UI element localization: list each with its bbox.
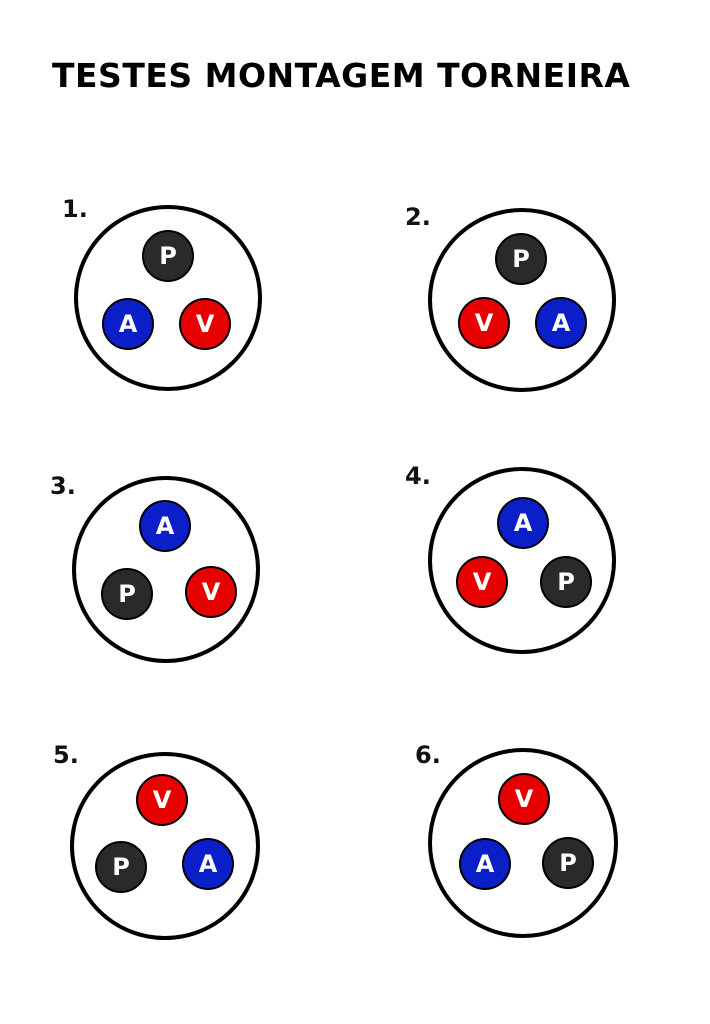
pin-right: V bbox=[185, 566, 237, 618]
test-number: 3. bbox=[50, 472, 76, 500]
outlet-ring bbox=[428, 467, 616, 654]
pin-top: V bbox=[498, 773, 550, 825]
test-number: 5. bbox=[53, 741, 79, 769]
pin-left: P bbox=[101, 568, 153, 620]
pin-right: V bbox=[179, 298, 231, 350]
pin-right: P bbox=[540, 556, 592, 608]
pin-left: V bbox=[456, 556, 508, 608]
page-title: TESTES MONTAGEM TORNEIRA bbox=[52, 56, 631, 95]
outlet-ring bbox=[70, 752, 260, 940]
pin-left: A bbox=[459, 838, 511, 890]
pin-top: P bbox=[495, 233, 547, 285]
test-number: 4. bbox=[405, 462, 431, 490]
pin-top: V bbox=[136, 774, 188, 826]
pin-top: P bbox=[142, 230, 194, 282]
pin-right: A bbox=[182, 838, 234, 890]
pin-top: A bbox=[139, 500, 191, 552]
pin-right: P bbox=[542, 837, 594, 889]
test-number: 1. bbox=[62, 195, 88, 223]
pin-left: A bbox=[102, 298, 154, 350]
pin-right: A bbox=[535, 297, 587, 349]
pin-top: A bbox=[497, 497, 549, 549]
test-number: 2. bbox=[405, 203, 431, 231]
pin-left: P bbox=[95, 841, 147, 893]
test-number: 6. bbox=[415, 741, 441, 769]
pin-left: V bbox=[458, 297, 510, 349]
